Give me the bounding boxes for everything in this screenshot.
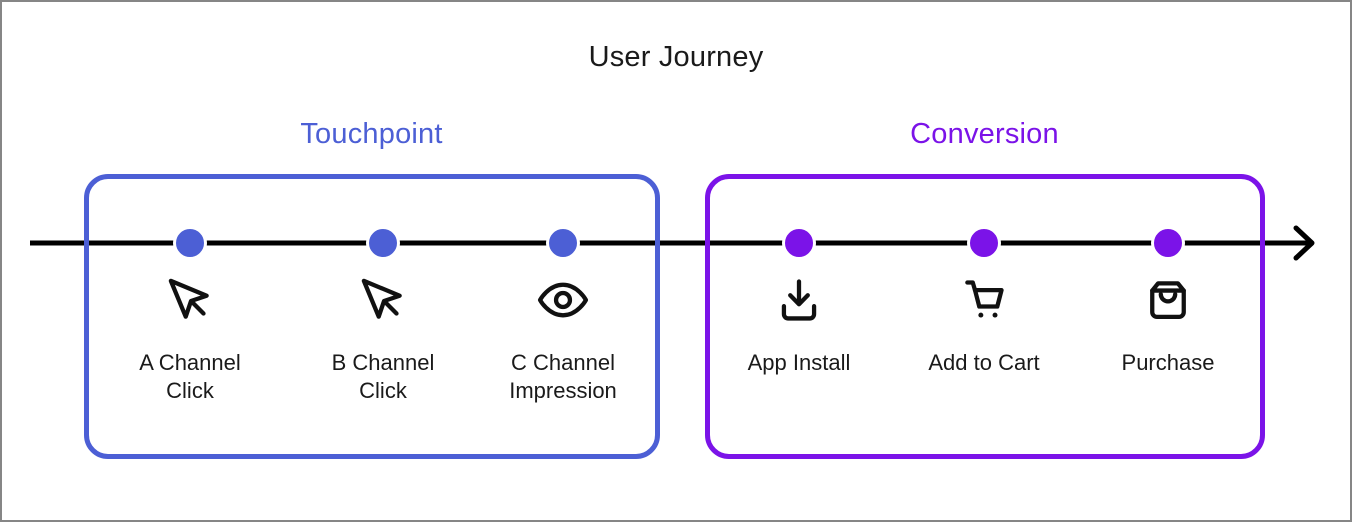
step-app-install: App Install — [719, 226, 879, 377]
step-label: App Install — [747, 350, 851, 375]
timeline-dot — [173, 226, 207, 260]
shopping-bag-icon — [1141, 273, 1195, 327]
download-icon — [772, 273, 826, 327]
step-label: Purchase — [1121, 350, 1215, 375]
eye-icon — [536, 273, 590, 327]
conversion-group-box — [705, 174, 1265, 459]
timeline-dot — [366, 226, 400, 260]
step-label: C Channel Impression — [509, 350, 617, 403]
timeline-dot — [1151, 226, 1185, 260]
step-label: Add to Cart — [928, 350, 1040, 375]
timeline-dot — [782, 226, 816, 260]
step-c-channel-impression: C Channel Impression — [483, 226, 643, 405]
cursor-click-icon — [163, 273, 217, 327]
touchpoint-group-label: Touchpoint — [300, 118, 443, 150]
step-add-to-cart: Add to Cart — [904, 226, 1064, 377]
timeline-dot — [967, 226, 1001, 260]
touchpoint-group-box — [84, 174, 660, 459]
page-title: User Journey — [588, 41, 764, 73]
step-b-channel-click: B Channel Click — [303, 226, 463, 405]
conversion-group-label: Conversion — [910, 118, 1059, 150]
step-label: B Channel Click — [331, 350, 435, 403]
step-label: A Channel Click — [139, 350, 241, 403]
shopping-cart-icon — [957, 273, 1011, 327]
step-a-channel-click: A Channel Click — [110, 226, 270, 405]
step-purchase: Purchase — [1088, 226, 1248, 377]
timeline-dot — [546, 226, 580, 260]
cursor-click-icon — [356, 273, 410, 327]
